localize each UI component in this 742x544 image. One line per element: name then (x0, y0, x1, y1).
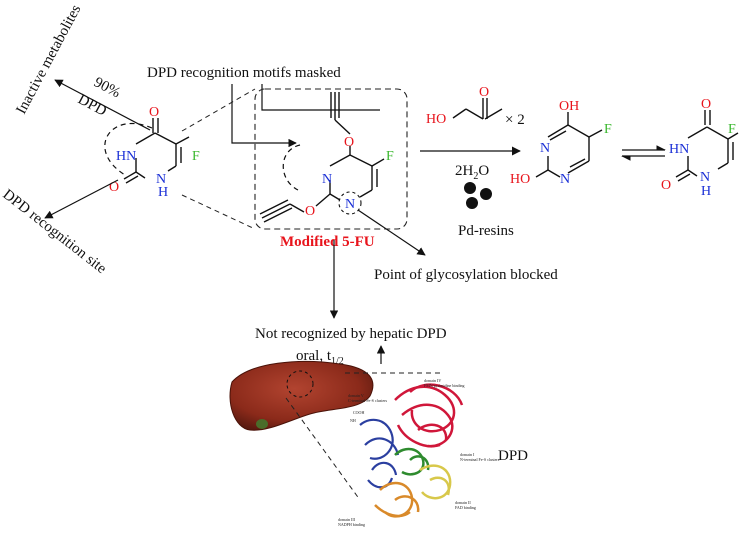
arrow-motifs-lower (261, 84, 380, 111)
atom-f-keto: F (728, 122, 736, 137)
glycosylation-point-circle (338, 191, 362, 215)
label-domain-iii: domain III (338, 517, 356, 522)
fluorouracil-structure: O HN O N H F (104, 105, 200, 200)
label-nh2: NH (350, 418, 356, 423)
label-oral: oral, t1/2 (296, 348, 344, 367)
atom-ho-enol-bottom: HO (510, 172, 530, 187)
arrow-glycosylation (357, 209, 426, 256)
label-cooh: COOH (353, 410, 364, 415)
atom-oh-enol-top: OH (559, 99, 579, 114)
label-domain-ii: domain II (455, 500, 471, 505)
label-domain-iv: domain IV (424, 378, 441, 383)
label-domain-ii-desc: FAD binding (455, 505, 476, 510)
atom-oxygen-bottom: O (109, 180, 119, 195)
atom-n-bottom: N (156, 172, 166, 187)
arrow-to-recognition-site (44, 179, 119, 219)
atom-o-acetone: O (479, 85, 489, 100)
modified-5fu-structure: O N N F O (259, 92, 394, 223)
projection-line-bottom (181, 194, 256, 230)
dpd-protein-illustration: domain IV FMN/pyrimidine binding domain … (338, 378, 500, 527)
liver-projection-bottom (285, 397, 361, 501)
atom-o-keto-bottom: O (661, 178, 671, 193)
enol-fluorouracil-structure: OH N N HO F (510, 99, 612, 187)
label-glycosylation-blocked: Point of glycosylation blocked (374, 267, 558, 283)
atom-n-enol-lower: N (560, 172, 570, 187)
hydroxyacetone-structure: HO O × 2 (426, 85, 525, 128)
atom-ho-acetone: HO (426, 112, 446, 127)
atom-fluorine-modified: F (386, 149, 394, 164)
liver-illustration (229, 360, 374, 431)
modified-5fu-box (254, 88, 408, 230)
atom-oxygen-upper: O (344, 135, 354, 150)
label-domain-iv-desc: FMN/pyrimidine binding (424, 383, 465, 388)
label-times-two: × 2 (505, 112, 525, 128)
atom-n-upper: N (322, 172, 332, 187)
atom-o-keto-top: O (701, 97, 711, 112)
projection-line-top (181, 88, 256, 132)
label-domain-i-desc: N-terminal Fe-S clusters (460, 457, 500, 462)
pd-resin-icon (464, 182, 492, 209)
label-inactive-metabolites: Inactive metabolites (13, 2, 84, 117)
masked-motif-arc (282, 144, 301, 191)
label-not-recognized: Not recognized by hepatic DPD (255, 326, 447, 342)
label-pd-resins: Pd-resins (458, 223, 514, 239)
label-dpd-protein: DPD (498, 448, 528, 464)
atom-h-keto: H (701, 184, 711, 199)
label-domain-i: domain I (460, 452, 475, 457)
label-motifs-masked: DPD recognition motifs masked (147, 65, 341, 81)
arrow-motifs-upper (231, 84, 297, 148)
label-domain-v: domain V (348, 393, 364, 398)
label-water: 2H2O (455, 163, 489, 182)
atom-n-enol-upper: N (540, 141, 550, 156)
atom-nh-left: HN (116, 149, 136, 164)
arrow-to-metabolites (54, 79, 151, 131)
fluorouracil-keto-structure: O HN O N H F (661, 97, 739, 199)
atom-fluorine: F (192, 149, 200, 164)
label-dpd-recognition-site: DPD recognition site (0, 187, 109, 278)
atom-oxygen-top: O (149, 105, 159, 120)
label-domain-v-desc: C-terminal Fe-S clusters (348, 398, 388, 403)
label-dpd-arrow: DPD (75, 91, 109, 119)
atom-oxygen-lower: O (305, 204, 315, 219)
atom-n-lower: N (345, 197, 355, 212)
label-domain-iii-desc: NADPH binding (338, 522, 365, 527)
atom-h-bottom: H (158, 185, 168, 200)
atom-n-keto: N (700, 170, 710, 185)
atom-hn-keto: HN (669, 142, 689, 157)
atom-f-enol: F (604, 122, 612, 137)
label-modified-5fu: Modified 5-FU (280, 234, 375, 250)
